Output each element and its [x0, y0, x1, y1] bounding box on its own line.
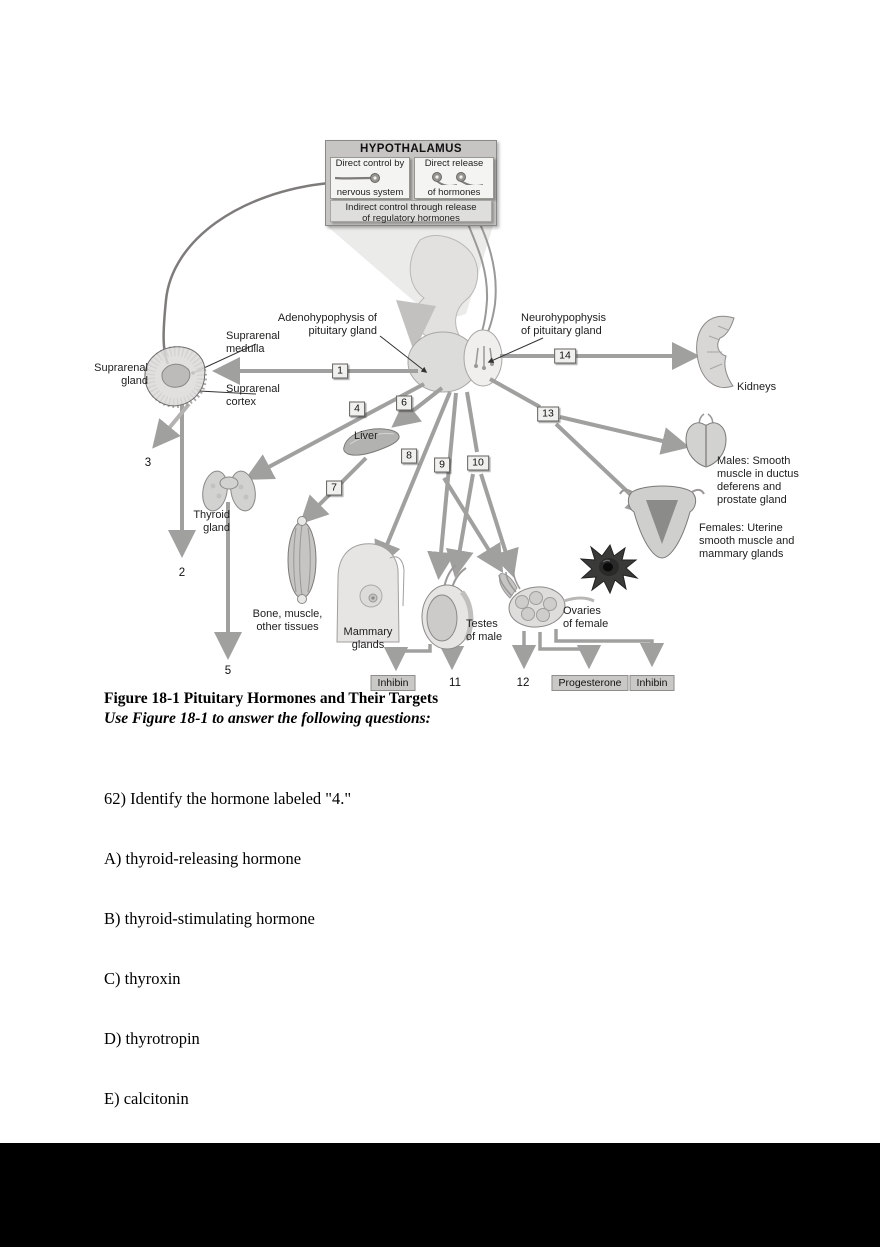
hormone-box-progesterone: Progesterone: [551, 675, 629, 691]
neuron-icon: [335, 173, 380, 183]
marker-4: 4: [349, 401, 365, 417]
option-d: D) thyrotropin: [104, 1029, 200, 1048]
marker-3: 3: [144, 457, 152, 469]
label-thyroid-gland: Thyroid gland: [193, 509, 230, 534]
marker-14: 14: [554, 348, 576, 364]
hypothalamus-box: HYPOTHALAMUS Direct control by nervous s…: [325, 140, 497, 226]
kidney-illustration: [696, 315, 735, 388]
indirect-control-note: Indirect control through release of regu…: [330, 200, 492, 224]
figure-caption-title: Figure 18-1 Pituitary Hormones and Their…: [104, 690, 439, 707]
neural-pathway-curve: [162, 181, 330, 365]
answer-line: Answer: B: [104, 1149, 180, 1168]
marker-13: 13: [537, 406, 559, 422]
hormone-box-inhibin-left: Inhibin: [370, 675, 416, 691]
question-text: 62) Identify the hormone labeled "4.": [104, 789, 352, 808]
question-block: 62) Identify the hormone labeled "4." A)…: [104, 749, 351, 1209]
thyroid-illustration: [202, 470, 256, 512]
marker-10: 10: [467, 455, 489, 471]
marker-2: 2: [178, 567, 186, 579]
label-mammary-glands: Mammary glands: [343, 626, 393, 651]
direct-control-line2: nervous system: [336, 187, 404, 198]
neuron-pair-icon: [432, 172, 483, 185]
direct-control-box: Direct control by nervous system: [330, 157, 410, 199]
testes-illustration: [421, 564, 474, 650]
marker-8: 8: [401, 448, 417, 464]
label-ovaries: Ovaries of female: [563, 605, 609, 630]
neurohypophysis-axons: [467, 223, 497, 337]
label-males-target: Males: Smooth muscle in ductus deferens …: [717, 455, 799, 506]
label-adenohypophysis: Adenohypophysis of pituitary gland: [277, 312, 377, 337]
figure-caption: Figure 18-1 Pituitary Hormones and Their…: [104, 689, 438, 729]
label-testes: Testes of male: [466, 618, 503, 643]
release-arrows: [383, 629, 665, 672]
label-suprarenal-medulla: Suprarenal medulla: [226, 330, 280, 355]
marker-6: 6: [396, 395, 412, 411]
option-b: B) thyroid-stimulating hormone: [104, 909, 315, 928]
figure-18-1-diagram: HYPOTHALAMUS Direct control by nervous s…: [94, 140, 799, 691]
label-suprarenal-cortex: Suprarenal cortex: [226, 383, 280, 408]
diagram-artwork: [144, 181, 735, 672]
liver-illustration: [343, 428, 400, 456]
marker-9: 9: [434, 457, 450, 473]
page-bottom-bar: [0, 1143, 880, 1247]
label-females-target: Females: Uterine smooth muscle and mamma…: [699, 522, 795, 560]
hormone-arrows: [152, 342, 700, 660]
ovary-illustration: [498, 569, 595, 628]
label-suprarenal-gland: Suprarenal gland: [94, 362, 148, 387]
melanocyte-illustration: [579, 543, 639, 595]
label-bone-muscle: Bone, muscle, other tissues: [252, 608, 323, 633]
pituitary-illustration: [396, 300, 503, 393]
figure-caption-instruction: Use Figure 18-1 to answer the following …: [104, 710, 431, 727]
marker-1: 1: [332, 363, 348, 379]
marker-12: 12: [516, 677, 530, 689]
bone-muscle-illustration: [287, 516, 317, 604]
marker-11: 11: [449, 677, 461, 689]
marker-5: 5: [224, 665, 232, 677]
direct-release-box: Direct release of hormones: [414, 157, 494, 199]
suprarenal-gland-illustration: [144, 346, 207, 408]
prostate-illustration: [685, 413, 727, 468]
direct-release-line1: Direct release: [424, 158, 484, 169]
torso-mammary-illustration: [336, 543, 405, 643]
option-c: C) thyroxin: [104, 969, 181, 988]
direct-release-line2: of hormones: [427, 187, 481, 198]
option-a: A) thyroid-releasing hormone: [104, 849, 302, 868]
marker-7: 7: [326, 480, 342, 496]
uterus-illustration: [619, 485, 705, 559]
label-kidneys: Kidneys: [737, 381, 777, 393]
hormone-box-inhibin-right: Inhibin: [629, 675, 675, 691]
direct-control-line1: Direct control by: [335, 158, 405, 169]
label-neurohypophysis: Neurohypophysis of pituitary gland: [521, 312, 606, 337]
option-e: E) calcitonin: [104, 1089, 189, 1108]
label-liver: Liver: [354, 430, 378, 442]
hypothalamus-title: HYPOTHALAMUS: [360, 143, 462, 155]
